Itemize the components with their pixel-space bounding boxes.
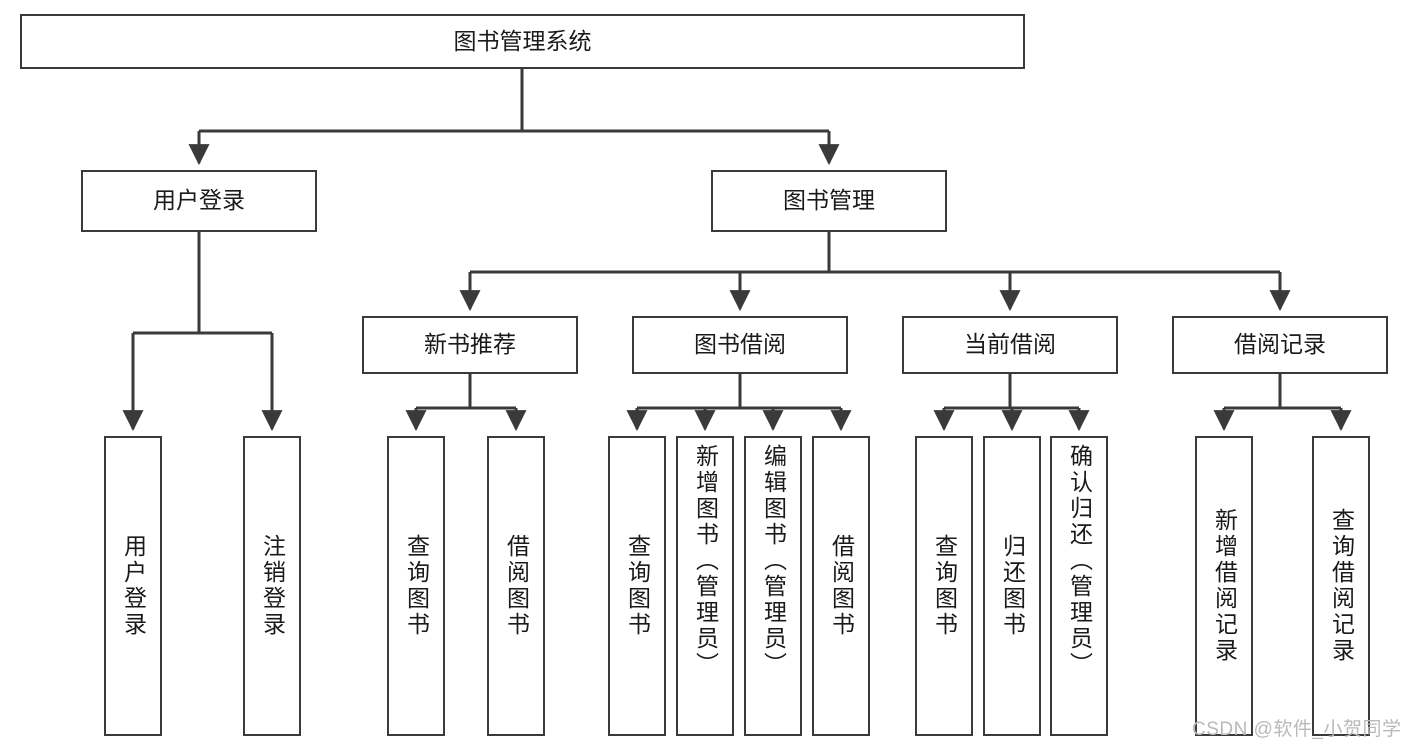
node-leaf-query-book-rec-label: 查询图书: [403, 534, 430, 638]
node-current-borrow[interactable]: 当前借阅: [902, 316, 1118, 374]
node-leaf-user-login[interactable]: 用户登录: [104, 436, 162, 736]
node-leaf-add-record-label: 新增借阅记录: [1211, 508, 1238, 664]
node-leaf-return-book-label: 归还图书: [999, 534, 1026, 638]
node-leaf-confirm-return-label: 确认归还（管理员）: [1066, 444, 1093, 678]
node-root[interactable]: 图书管理系统: [20, 14, 1025, 69]
node-leaf-user-login-label: 用户登录: [120, 534, 147, 638]
node-book-manage[interactable]: 图书管理: [711, 170, 947, 232]
node-leaf-user-logout-label: 注销登录: [259, 534, 286, 638]
node-leaf-query-book-cur[interactable]: 查询图书: [915, 436, 973, 736]
node-borrow-record-label: 借阅记录: [1234, 331, 1326, 358]
node-leaf-query-book-label: 查询图书: [624, 534, 651, 638]
node-root-label: 图书管理系统: [453, 27, 592, 54]
node-book-manage-label: 图书管理: [783, 187, 875, 214]
node-book-borrow[interactable]: 图书借阅: [632, 316, 848, 374]
node-leaf-edit-book[interactable]: 编辑图书（管理员）: [744, 436, 802, 736]
node-leaf-query-book[interactable]: 查询图书: [608, 436, 666, 736]
node-leaf-borrow-book-rec-label: 借阅图书: [503, 534, 530, 638]
node-leaf-confirm-return[interactable]: 确认归还（管理员）: [1050, 436, 1108, 736]
node-borrow-record[interactable]: 借阅记录: [1172, 316, 1388, 374]
node-leaf-user-logout[interactable]: 注销登录: [243, 436, 301, 736]
node-leaf-edit-book-label: 编辑图书（管理员）: [760, 444, 787, 678]
node-leaf-add-book[interactable]: 新增图书（管理员）: [676, 436, 734, 736]
csdn-watermark: CSDN @软件_小贺同学: [1192, 719, 1402, 740]
node-new-book-rec[interactable]: 新书推荐: [362, 316, 578, 374]
node-user-login[interactable]: 用户登录: [81, 170, 317, 232]
node-leaf-query-record-label: 查询借阅记录: [1328, 508, 1355, 664]
node-leaf-return-book[interactable]: 归还图书: [983, 436, 1041, 736]
node-leaf-query-record[interactable]: 查询借阅记录: [1312, 436, 1370, 736]
node-new-book-rec-label: 新书推荐: [424, 331, 516, 358]
node-leaf-add-record[interactable]: 新增借阅记录: [1195, 436, 1253, 736]
node-user-login-label: 用户登录: [153, 187, 245, 214]
node-leaf-query-book-rec[interactable]: 查询图书: [387, 436, 445, 736]
node-leaf-borrow-book[interactable]: 借阅图书: [812, 436, 870, 736]
node-leaf-borrow-book-rec[interactable]: 借阅图书: [487, 436, 545, 736]
node-current-borrow-label: 当前借阅: [964, 331, 1056, 358]
node-leaf-add-book-label: 新增图书（管理员）: [692, 444, 719, 678]
node-book-borrow-label: 图书借阅: [694, 331, 786, 358]
node-leaf-borrow-book-label: 借阅图书: [828, 534, 855, 638]
node-leaf-query-book-cur-label: 查询图书: [931, 534, 958, 638]
